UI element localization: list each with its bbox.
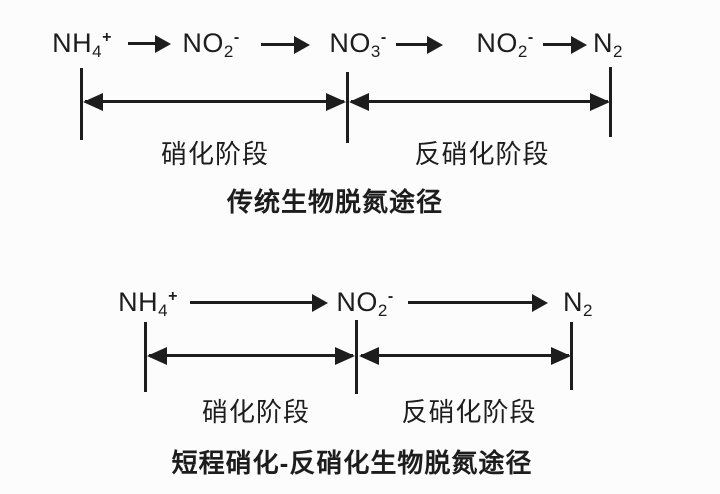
- arrow-head-icon: [294, 36, 310, 54]
- arrow-head-icon: [155, 35, 171, 53]
- arrow-line: [149, 354, 353, 357]
- arrow-head-right-icon: [326, 93, 346, 111]
- stage-label-denitrification: 反硝化阶段: [401, 397, 537, 427]
- arrow-line: [190, 301, 318, 304]
- arrow-line: [408, 301, 538, 304]
- stage-extent-arrow: [349, 93, 610, 111]
- species-subscript: 3: [370, 42, 381, 61]
- species-superscript: +: [102, 29, 112, 46]
- stage-extent-arrow: [83, 93, 346, 111]
- diagram-title: 传统生物脱氮途径: [226, 187, 444, 217]
- species-base: NO: [476, 28, 518, 58]
- arrow-line: [543, 43, 577, 46]
- species-base: N: [593, 28, 614, 58]
- arrow-line: [85, 100, 344, 103]
- arrow-head-left-icon: [359, 347, 379, 365]
- diagram-title: 短程硝化-反硝化生物脱氮途径: [171, 448, 533, 478]
- arrow-head-left-icon: [83, 93, 103, 111]
- species-base: NH: [118, 287, 159, 317]
- species-base: NO: [329, 28, 371, 58]
- species-base: NO: [336, 287, 378, 317]
- arrow-head-icon: [427, 36, 443, 54]
- stage-boundary-tick: [144, 322, 147, 392]
- arrow-head-icon: [312, 294, 328, 312]
- species-base: N: [563, 287, 584, 317]
- species-superscript: -: [387, 288, 394, 305]
- arrow-line: [351, 100, 608, 103]
- arrow-line: [128, 42, 161, 45]
- stage-extent-arrow: [147, 347, 355, 365]
- species-subscript: 2: [583, 301, 593, 320]
- species-subscript: 2: [613, 42, 623, 61]
- reaction-arrow: [408, 294, 548, 312]
- reaction-arrow: [261, 36, 310, 54]
- species-no2: NO2-: [182, 27, 239, 64]
- reaction-arrow: [190, 294, 328, 312]
- species-superscript: -: [380, 29, 387, 46]
- stage-boundary-tick: [346, 72, 349, 143]
- arrow-head-icon: [571, 36, 587, 54]
- stage-boundary-tick: [570, 322, 573, 390]
- arrow-line: [261, 43, 300, 46]
- species-superscript: +: [168, 288, 178, 305]
- reaction-arrow: [128, 35, 171, 53]
- species-subscript: 2: [223, 42, 234, 61]
- arrow-head-icon: [532, 294, 548, 312]
- species-superscript: -: [527, 29, 534, 46]
- species-no2: NO2-: [476, 27, 533, 64]
- species-subscript: 2: [377, 301, 388, 320]
- species-no2: NO2-: [336, 286, 393, 323]
- species-no3: NO3-: [329, 27, 386, 64]
- species-superscript: -: [233, 29, 240, 46]
- stage-label-denitrification: 反硝化阶段: [414, 139, 550, 169]
- stage-boundary-tick: [80, 68, 83, 140]
- species-base: NH: [52, 28, 93, 58]
- arrow-line: [396, 43, 433, 46]
- reaction-arrow: [396, 36, 443, 54]
- arrow-head-right-icon: [551, 347, 571, 365]
- species-nh4: NH4+: [118, 286, 178, 323]
- species-subscript: 2: [517, 42, 528, 61]
- stage-label-nitrification: 硝化阶段: [201, 397, 311, 427]
- species-base: NO: [182, 28, 224, 58]
- species-nh4: NH4+: [52, 27, 112, 64]
- reaction-arrow: [543, 36, 587, 54]
- species-subscript: 4: [158, 301, 169, 320]
- arrow-head-right-icon: [335, 347, 355, 365]
- arrow-head-right-icon: [590, 93, 610, 111]
- species-subscript: 4: [92, 42, 103, 61]
- arrow-line: [361, 354, 569, 357]
- species-n2: N2: [593, 27, 623, 64]
- arrow-head-left-icon: [349, 93, 369, 111]
- arrow-head-left-icon: [147, 347, 167, 365]
- stage-extent-arrow: [359, 347, 571, 365]
- species-n2: N2: [563, 286, 593, 323]
- stage-boundary-tick: [355, 320, 358, 394]
- stage-label-nitrification: 硝化阶段: [160, 139, 270, 169]
- stage-boundary-tick: [609, 67, 612, 137]
